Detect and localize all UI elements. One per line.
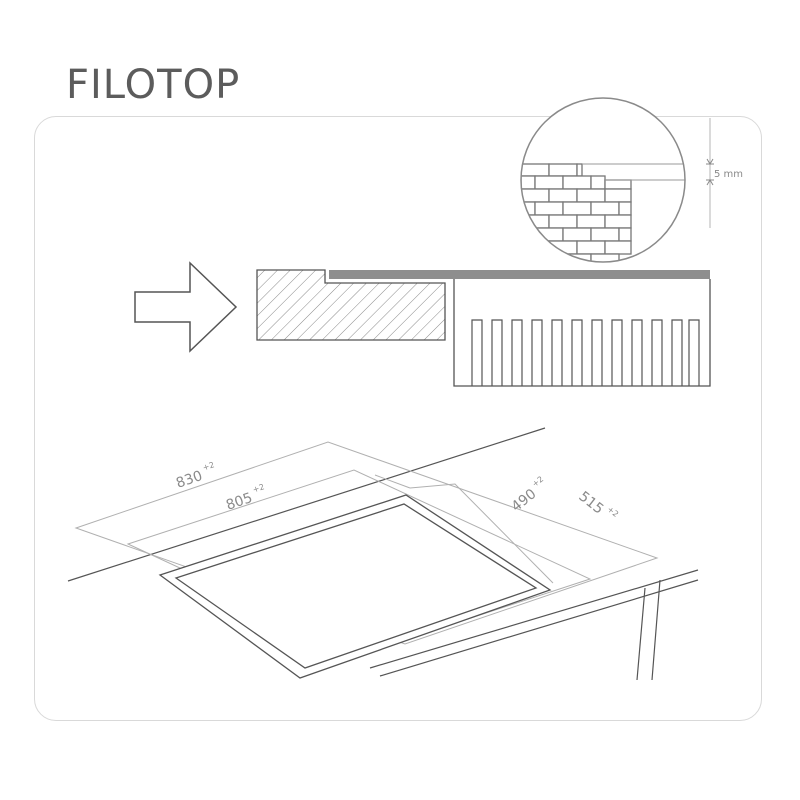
gap-label: 5 mm — [714, 169, 743, 180]
svg-text:+2: +2 — [201, 460, 215, 472]
detail-magnifier: 5 mm — [520, 97, 743, 263]
hob-outline — [158, 494, 552, 679]
svg-text:830: 830 — [174, 468, 204, 492]
dim-outer-depth: 515 +2 — [576, 489, 621, 519]
hob-glass — [174, 503, 538, 669]
diagram-frame — [34, 116, 762, 721]
direction-arrow-icon — [134, 261, 238, 353]
svg-text:515: 515 — [576, 489, 607, 518]
page-title: FILOTOP — [66, 62, 241, 108]
dim-cut-width: 805 +2 — [224, 482, 265, 514]
isometric-view: 830 +2 805 +2 515 +2 490 +2 — [67, 427, 699, 681]
svg-text:+2: +2 — [251, 482, 265, 494]
heat-fins — [471, 319, 700, 386]
cross-section — [256, 269, 711, 387]
svg-text:805: 805 — [224, 490, 254, 514]
hob-top-plate — [329, 270, 710, 279]
dim-cut-depth: 490 +2 — [509, 474, 546, 515]
svg-text:+2: +2 — [530, 474, 545, 488]
svg-text:+2: +2 — [605, 505, 620, 519]
brick-wall — [521, 98, 685, 262]
